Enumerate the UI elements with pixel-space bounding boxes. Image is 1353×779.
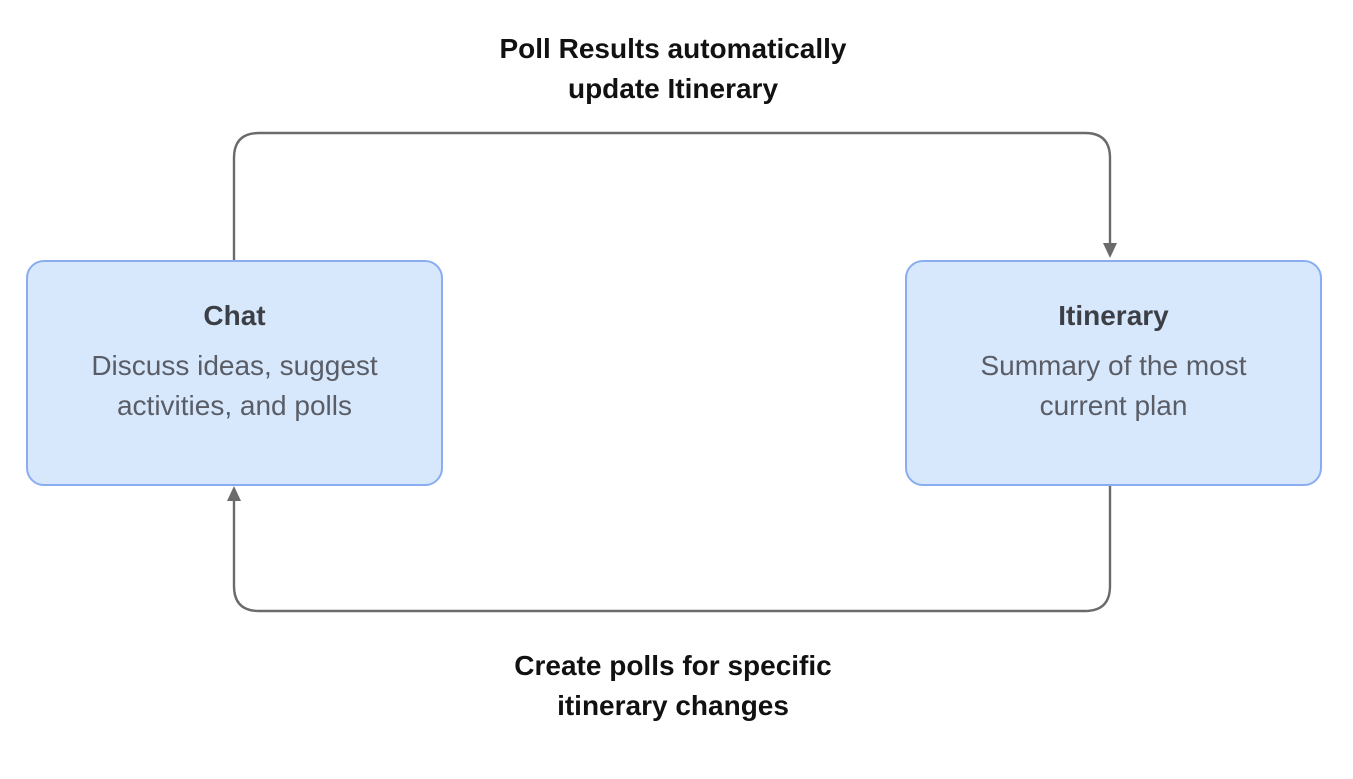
itinerary-node: Itinerary Summary of the most current pl… (905, 260, 1322, 486)
connector-itinerary-to-chat (232, 486, 1112, 613)
chat-node-description: Discuss ideas, suggest activities, and p… (91, 350, 378, 421)
chat-node: Chat Discuss ideas, suggest activities, … (26, 260, 443, 486)
arrowhead-down-icon (1103, 243, 1117, 258)
chat-node-title: Chat (203, 300, 266, 331)
arrowhead-up-icon (227, 486, 241, 501)
edge-label-top: Poll Results automatically update Itiner… (499, 33, 847, 104)
connector-chat-to-itinerary (232, 131, 1112, 260)
edge-label-bottom: Create polls for specific itinerary chan… (514, 650, 832, 721)
itinerary-node-description: Summary of the most current plan (980, 350, 1247, 421)
itinerary-node-title: Itinerary (1058, 300, 1169, 331)
